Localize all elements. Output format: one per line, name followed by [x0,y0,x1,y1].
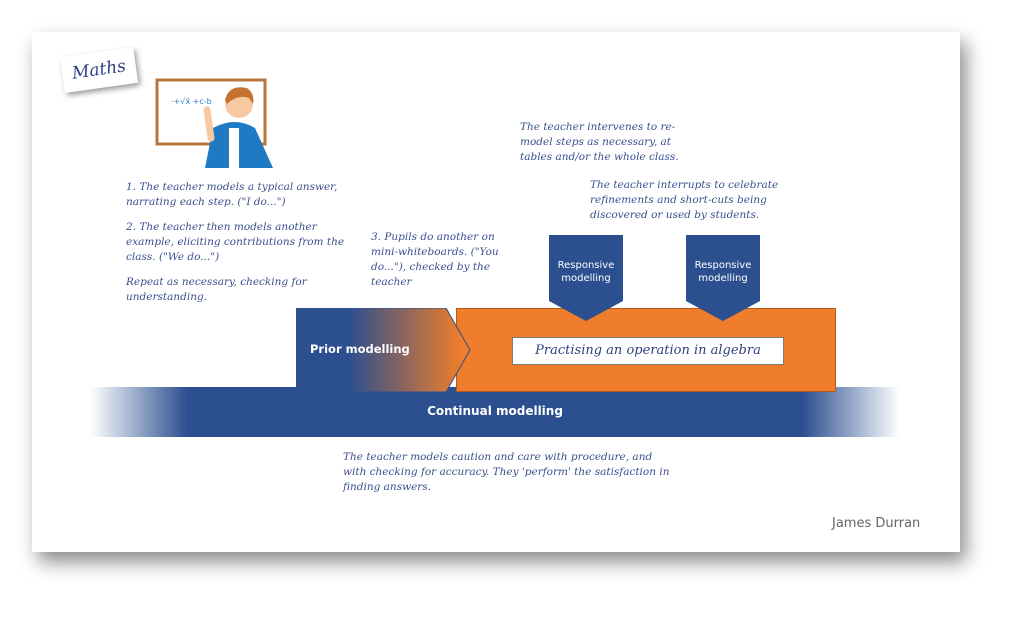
prior-modelling-arrow: Prior modelling [296,308,472,392]
interrupt-text: The teacher interrupts to celebrate refi… [590,179,779,221]
practising-label: Practising an operation in algebra [512,337,784,365]
step3-text: 3. Pupils do another on mini-whiteboards… [371,231,499,288]
step2-text: 2. The teacher then models another examp… [126,221,345,263]
responsive-modelling-label-1: Responsive modelling [557,260,615,284]
repeat-text: Repeat as necessary, checking for unders… [126,276,307,303]
continual-modelling-band: Continual modelling [90,387,900,437]
caution-text: The teacher models caution and care with… [343,451,670,493]
prior-modelling-label: Prior modelling [310,342,410,356]
responsive-modelling-arrow-2: Responsive modelling [686,235,760,323]
author-credit: James Durran [832,516,921,531]
responsive-modelling-label-2: Responsive modelling [694,260,752,284]
step1-text: 1. The teacher models a typical answer, … [126,181,338,208]
responsive-modelling-arrow-1: Responsive modelling [549,235,623,323]
teacher-illustration: ·+√x̄ +c-b [155,78,273,168]
intervene-text: The teacher intervenes to re-model steps… [520,121,679,163]
svg-text:·+√x̄ +c-b: ·+√x̄ +c-b [171,97,212,106]
